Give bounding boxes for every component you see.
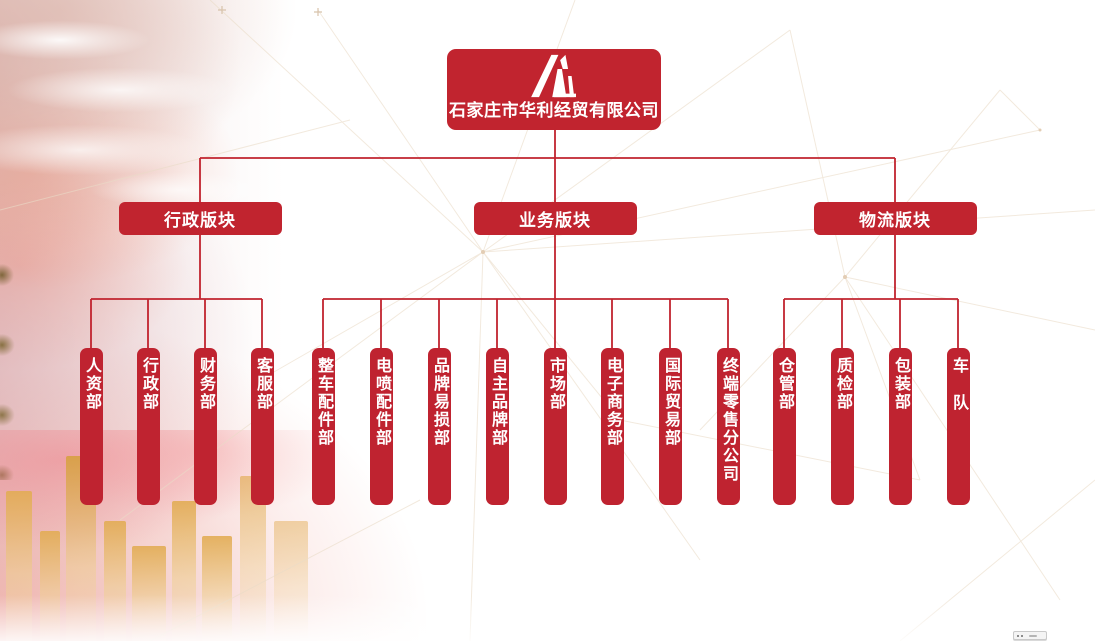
- dept-bar: 电子商务部: [600, 348, 624, 505]
- dept-label: 品牌易损部: [431, 357, 448, 447]
- dept-bar: 车队: [946, 348, 970, 505]
- dept-bar: 财务部: [193, 348, 217, 505]
- dept-label: 自主品牌部: [489, 357, 506, 447]
- company-name: 石家庄市华利经贸有限公司: [449, 101, 659, 120]
- dept-label: 整车配件部: [315, 357, 332, 447]
- scrollbar-dot: [1021, 634, 1023, 637]
- dept-bar: 电喷配件部: [369, 348, 393, 505]
- scrollbar-thumb[interactable]: [1029, 634, 1037, 637]
- dept-label: 包装部: [892, 357, 909, 411]
- dept-bar: 人资部: [79, 348, 103, 505]
- dept-label: 电喷配件部: [373, 357, 390, 447]
- dept-bar: 国际贸易部: [658, 348, 682, 505]
- branch-node-admin: 行政版块: [118, 202, 282, 235]
- mini-scrollbar[interactable]: [1013, 631, 1047, 640]
- branch-node-business: 业务版块: [473, 202, 637, 235]
- dept-bar: 自主品牌部: [485, 348, 509, 505]
- dept-label: 终端零售分公司: [720, 357, 737, 483]
- dept-bar: 整车配件部: [311, 348, 335, 505]
- dept-bar: 市场部: [543, 348, 567, 505]
- dept-bar: 客服部: [250, 348, 274, 505]
- dept-label: 车队: [950, 357, 967, 431]
- dept-bar: 质检部: [830, 348, 854, 505]
- scrollbar-dot: [1017, 634, 1019, 637]
- dept-bar: 品牌易损部: [427, 348, 451, 505]
- dept-label: 财务部: [197, 357, 214, 411]
- company-logo-icon: [531, 54, 576, 98]
- dept-label: 行政部: [140, 357, 157, 411]
- dept-label: 市场部: [547, 357, 564, 411]
- dept-label: 人资部: [83, 357, 100, 411]
- dept-bar: 终端零售分公司: [716, 348, 740, 505]
- dept-bar: 包装部: [888, 348, 912, 505]
- branch-node-logistics: 物流版块: [813, 202, 977, 235]
- dept-bar: 行政部: [136, 348, 160, 505]
- root-company-node: 石家庄市华利经贸有限公司: [447, 49, 661, 130]
- dept-label: 客服部: [254, 357, 271, 411]
- dept-bar: 仓管部: [772, 348, 796, 505]
- dept-label: 电子商务部: [604, 357, 621, 447]
- dept-label: 仓管部: [776, 357, 793, 411]
- dept-label: 质检部: [834, 357, 851, 411]
- dept-label: 国际贸易部: [662, 357, 679, 447]
